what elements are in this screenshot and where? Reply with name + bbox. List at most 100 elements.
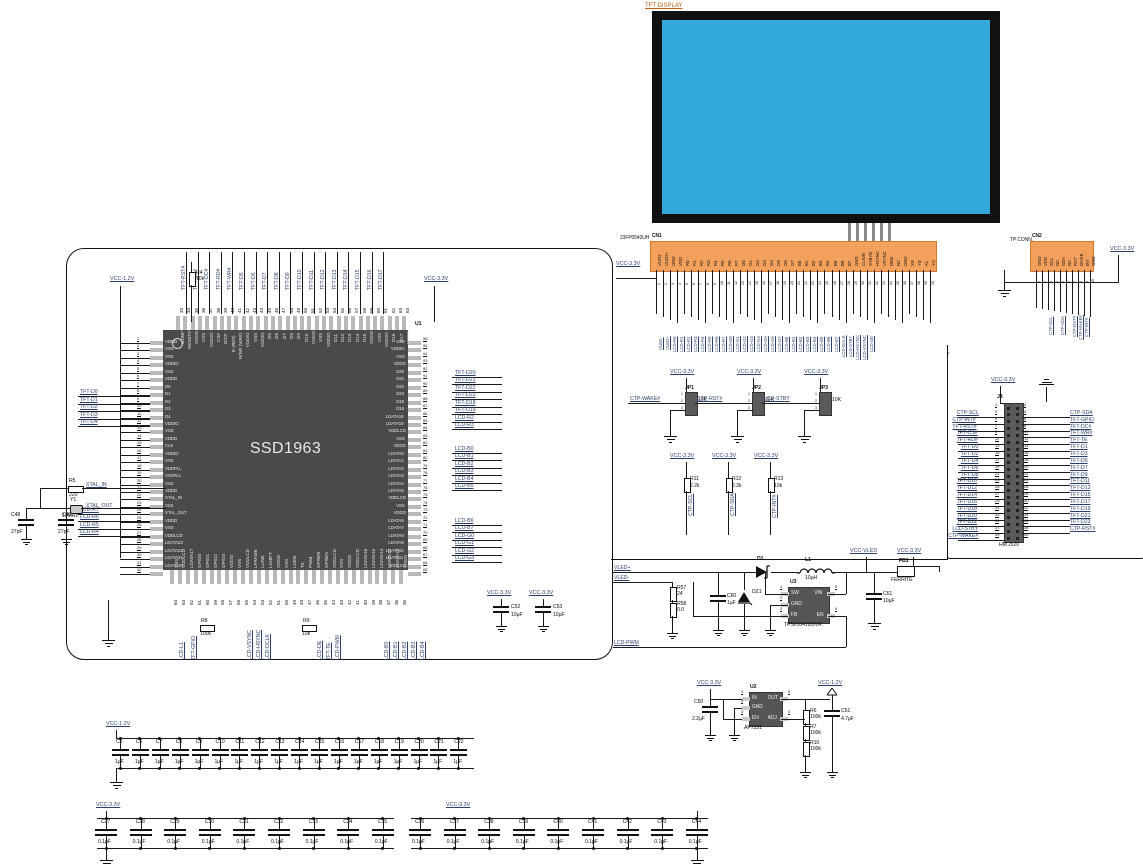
decap33b-rail-label: VCC-3.3V xyxy=(446,802,471,808)
u1-pin-number: 87 xyxy=(423,403,428,410)
cn2-connector-body[interactable] xyxy=(1030,241,1094,272)
j4-pin-square[interactable] xyxy=(1007,509,1010,513)
j4-pin-square[interactable] xyxy=(1007,413,1010,417)
u1-chip-body[interactable] xyxy=(163,330,408,570)
j4-pin-square[interactable] xyxy=(1007,481,1010,485)
decap-ref: C34 xyxy=(343,819,352,825)
j4-pin-square[interactable] xyxy=(1016,522,1019,526)
vledm-wire xyxy=(613,582,673,583)
junction-dot xyxy=(626,846,630,850)
j4-pin-square[interactable] xyxy=(1007,461,1010,465)
r4-value: 10k xyxy=(196,276,205,282)
j4-pin-square[interactable] xyxy=(1016,502,1019,506)
j4-pin-square[interactable] xyxy=(1016,481,1019,485)
u1-pin-number: 63 xyxy=(180,599,186,605)
j4-pin-square[interactable] xyxy=(1007,454,1010,458)
junction-dot xyxy=(242,816,246,820)
j4-pin-square[interactable] xyxy=(1007,502,1010,506)
u2-ic-body[interactable] xyxy=(749,692,783,727)
u1-bottom-net: LCD-DCLK xyxy=(265,634,271,660)
jumper-pin-number: 2 xyxy=(815,399,817,403)
u1-pin-number: 77 xyxy=(423,477,428,484)
u1-pin-wire xyxy=(120,365,150,367)
j4-pin-square[interactable] xyxy=(1016,488,1019,492)
u1-pin-number: 60 xyxy=(376,307,382,313)
j4-pin-square[interactable] xyxy=(1007,440,1010,444)
r10-gnd-wire xyxy=(805,755,806,767)
u1-right-net-wire xyxy=(452,525,502,526)
j4-pin-square[interactable] xyxy=(1016,413,1019,417)
cn2-ref: CN2 xyxy=(1032,233,1042,239)
j4-pin-square[interactable] xyxy=(1007,495,1010,499)
u3-ic-body[interactable] xyxy=(788,587,830,624)
j4-pin-square[interactable] xyxy=(1016,427,1019,431)
j4-pin-square[interactable] xyxy=(1016,454,1019,458)
cn1-pin-wire xyxy=(901,270,903,323)
u1-pin-name: TE xyxy=(299,562,305,568)
jumper-body[interactable] xyxy=(685,392,698,416)
decap-cap xyxy=(131,749,149,757)
u1-pin-number: 19 xyxy=(137,470,142,477)
j4-pin-square[interactable] xyxy=(1007,420,1010,424)
c51-value: 4.7µF xyxy=(841,716,854,722)
j4-pin-square[interactable] xyxy=(1007,427,1010,431)
u3-pin-name: VIN xyxy=(814,590,823,596)
j4-net-label: TFT-D15 xyxy=(1070,492,1091,499)
j4-pin-square[interactable] xyxy=(1016,468,1019,472)
jumper-rail-label: VCC-3.3V xyxy=(737,369,762,375)
j4-pin-square[interactable] xyxy=(1016,420,1019,424)
j4-net-label: TFT-D9 xyxy=(1070,471,1088,478)
j4-pin-square[interactable] xyxy=(1016,509,1019,513)
u1-pin-pad xyxy=(150,400,163,405)
u1-right-net: TFT-D19 xyxy=(455,407,476,414)
decap-value: 0.1µF xyxy=(585,839,598,845)
tft-display-title: TFT DISPLAY xyxy=(645,3,683,9)
u1-pin-pad xyxy=(328,570,332,584)
u1-pin-name: VSS xyxy=(284,558,290,568)
u1-pin-pad xyxy=(408,355,421,360)
j4-net-label: TFT-D3 xyxy=(1070,450,1088,457)
u2-pin-number: 3 xyxy=(741,709,744,715)
cn1-pin-wire xyxy=(880,270,882,314)
u1-right-net: LCD-B6 xyxy=(455,518,474,524)
j4-pin-square[interactable] xyxy=(1007,468,1010,472)
j4-pin-square[interactable] xyxy=(1007,475,1010,478)
u1-pin-name: VDDIO xyxy=(325,331,331,347)
j4-pin-square[interactable] xyxy=(1007,433,1010,437)
u1-pin-name: LDATA11 xyxy=(385,555,404,561)
decap-value: 0.1µF xyxy=(271,839,284,845)
cn2-pin-label: WAKE xyxy=(1079,253,1084,267)
fb1-ferrite xyxy=(897,566,915,577)
j4-pin-square[interactable] xyxy=(1007,488,1010,492)
j4-pin-square[interactable] xyxy=(1016,447,1019,451)
j4-pin-square[interactable] xyxy=(1016,440,1019,444)
j4-pin-square[interactable] xyxy=(1007,522,1010,526)
u1-pin-wire xyxy=(120,410,150,412)
jumper-body[interactable] xyxy=(819,392,832,416)
j4-pin-square[interactable] xyxy=(1007,529,1010,533)
decap-top-wire xyxy=(140,818,142,829)
j4-pin-square[interactable] xyxy=(1016,461,1019,465)
j4-pin-square[interactable] xyxy=(1016,475,1019,478)
j4-pin-square[interactable] xyxy=(1016,495,1019,499)
cn1-connector-body[interactable] xyxy=(650,241,937,272)
j4-pin-square[interactable] xyxy=(1016,536,1019,540)
decap-ref: C32 xyxy=(274,819,283,825)
j4-pin-square[interactable] xyxy=(1016,433,1019,437)
j4-pin-square[interactable] xyxy=(1007,406,1010,410)
cn1-pin-number: 18 xyxy=(776,281,781,285)
j4-pin-square[interactable] xyxy=(1016,529,1019,533)
j4-pin-square[interactable] xyxy=(1016,516,1019,520)
decap-cap xyxy=(302,829,325,837)
j4-pin-square[interactable] xyxy=(1007,516,1010,520)
u1-pin-name: LDATA7 xyxy=(388,525,404,531)
u1-left-net: TFT-D2 xyxy=(80,404,98,410)
u1-pin-pad xyxy=(150,512,163,517)
decap12-bottom-rail xyxy=(116,768,475,769)
cn1-pin-number: 39 xyxy=(923,281,928,285)
j4-pin-square[interactable] xyxy=(1007,536,1010,540)
jumper-body[interactable] xyxy=(752,392,765,416)
j4-header-body[interactable] xyxy=(1004,403,1024,543)
j4-pin-square[interactable] xyxy=(1016,406,1019,410)
j4-pin-square[interactable] xyxy=(1007,447,1010,451)
